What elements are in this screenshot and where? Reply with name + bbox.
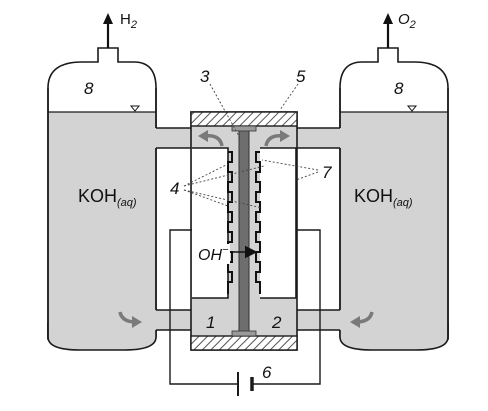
ion-label: OH− xyxy=(198,244,229,264)
diaphragm xyxy=(238,125,250,337)
external-circuit xyxy=(169,229,321,385)
flow-arrow-head-top-left xyxy=(198,130,208,142)
connecting-pipes xyxy=(155,127,341,331)
label-1: 1 xyxy=(206,313,215,332)
label-4: 4 xyxy=(170,179,179,198)
koh-right-label: KOH(aq) xyxy=(354,186,413,209)
label-8-left: 8 xyxy=(84,79,94,98)
flow-arrow-head-top-right xyxy=(280,130,290,142)
h2-label: H2 xyxy=(120,11,137,31)
leader-lines xyxy=(183,83,319,209)
label-3: 3 xyxy=(200,67,210,86)
label-6: 6 xyxy=(262,363,272,382)
o2-label: O2 xyxy=(398,11,416,31)
right-gas-separator xyxy=(339,47,449,351)
o2-outlet-arrow xyxy=(383,13,393,48)
label-8-right: 8 xyxy=(394,79,404,98)
bottom-end-plate xyxy=(190,335,298,351)
left-gas-separator xyxy=(47,47,157,351)
left-level-marker xyxy=(129,105,141,112)
flow-arrow-head-bottom-left xyxy=(132,316,142,328)
battery-symbol xyxy=(237,372,254,396)
koh-left-label: KOH(aq) xyxy=(78,186,137,209)
h2-outlet-arrow xyxy=(103,13,113,48)
right-level-marker xyxy=(406,105,418,112)
ion-label-bg xyxy=(196,244,230,264)
label-2: 2 xyxy=(271,313,282,332)
electrolysis-cell xyxy=(190,111,298,351)
top-end-plate xyxy=(190,111,298,127)
label-5: 5 xyxy=(296,67,306,86)
flow-arrow-head-bottom-right xyxy=(350,316,360,328)
left-electrode xyxy=(227,151,233,294)
right-electrode xyxy=(255,151,261,294)
label-7: 7 xyxy=(322,163,332,182)
